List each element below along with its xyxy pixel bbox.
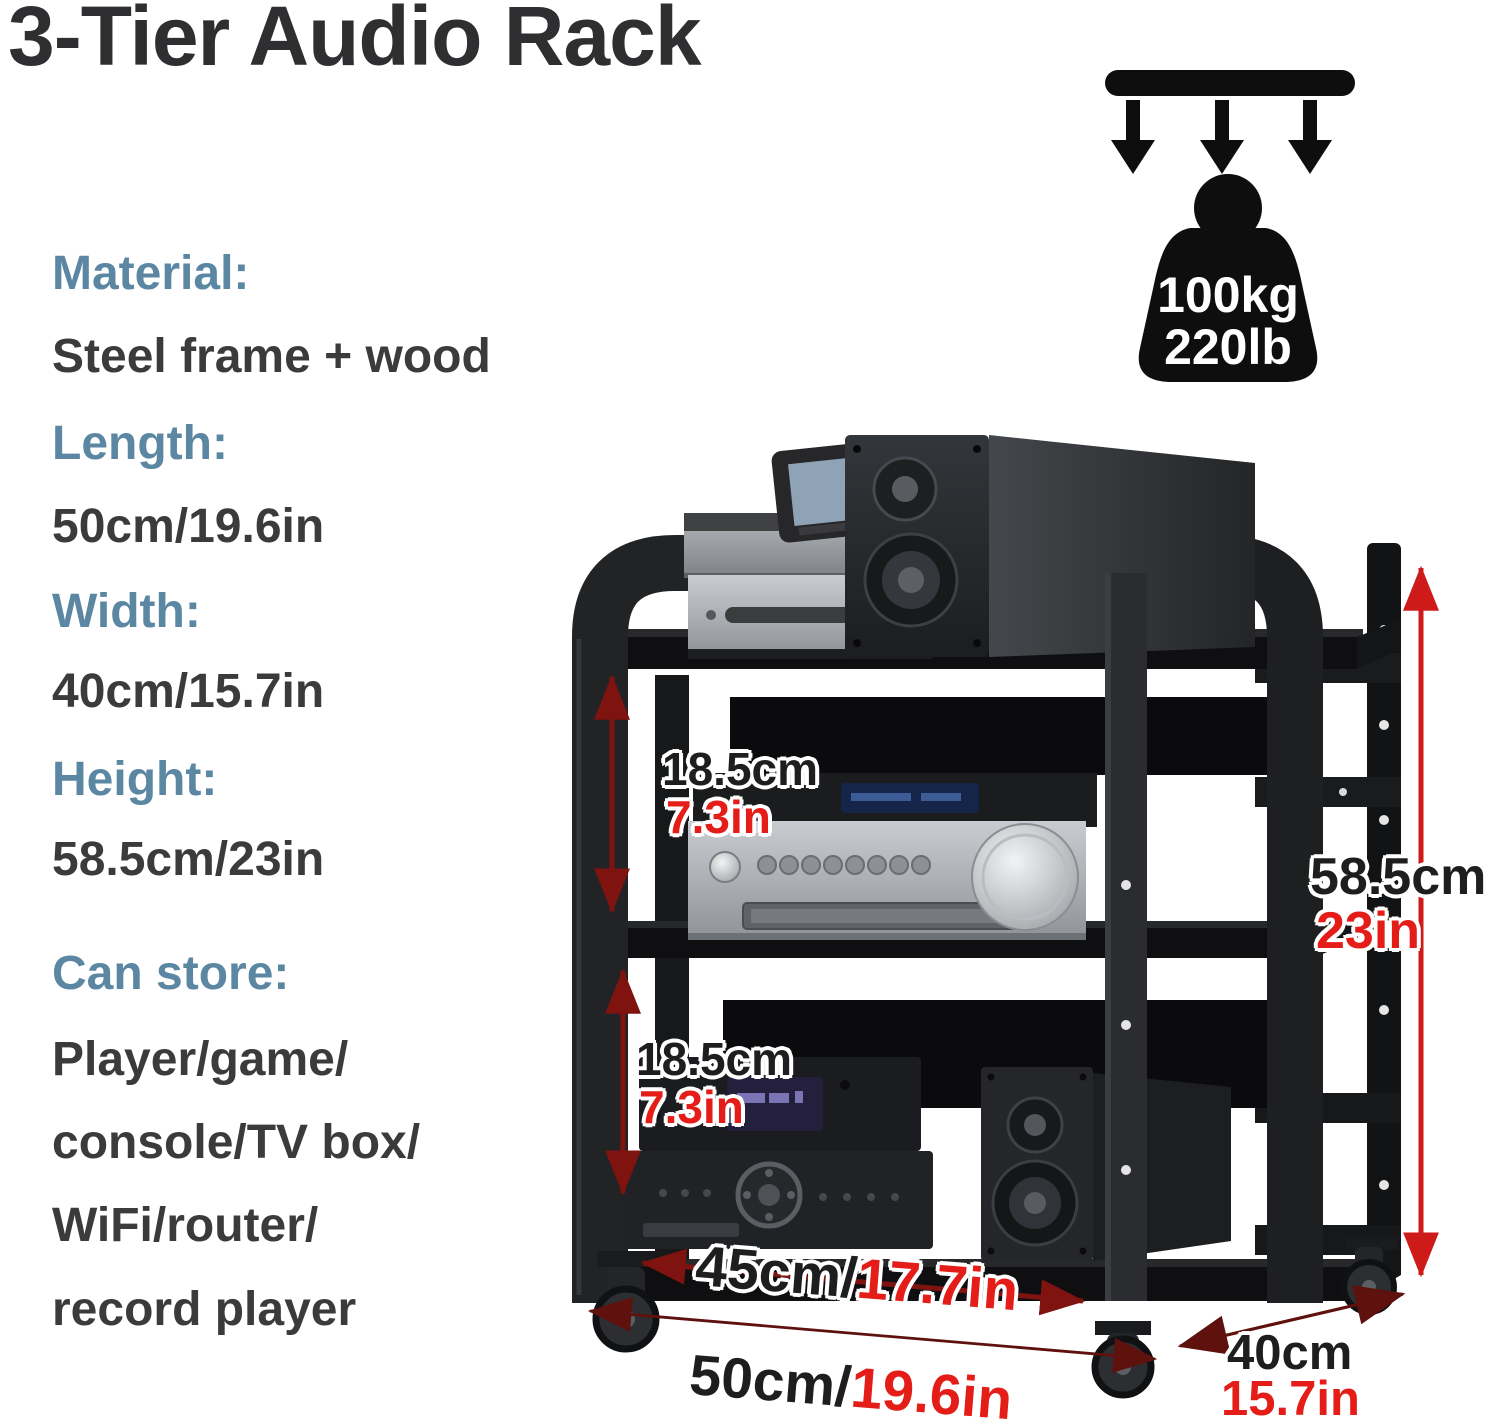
media-box xyxy=(639,1057,921,1151)
gap-lower-cm-label: 18.5cm xyxy=(636,1033,793,1085)
rack-left-arch xyxy=(572,535,985,1303)
weight-lb-label: 220lb xyxy=(1164,319,1292,375)
can-store-line-4: record player xyxy=(52,1283,357,1336)
depth-in-label: 15.7in xyxy=(1221,1372,1360,1423)
height-in-label: 23in xyxy=(1316,902,1421,960)
av-amplifier xyxy=(623,1151,933,1249)
depth-arrow xyxy=(1177,1285,1406,1355)
spec-value-material: Steel frame + wood xyxy=(52,330,491,383)
inner-width-arrow xyxy=(640,1248,1086,1316)
bookshelf-speaker-top xyxy=(845,435,1255,657)
gap-lower-in-label: 7.3in xyxy=(639,1081,744,1133)
spec-value-length: 50cm/19.6in xyxy=(52,500,325,553)
front-right-post xyxy=(1105,573,1147,1301)
spec-value-width: 40cm/15.7in xyxy=(52,665,325,718)
page-title: 3-Tier Audio Rack xyxy=(8,0,702,83)
kettlebell-weight-icon: 100kg 220lb xyxy=(1138,174,1318,382)
can-store-label: Can store: xyxy=(52,947,290,1000)
gap-upper-cm-label: 18.5cm xyxy=(662,743,819,795)
spec-label-width: Width: xyxy=(52,585,201,638)
load-bar-icon xyxy=(1105,70,1355,96)
dimension-arrows xyxy=(587,565,1439,1373)
can-store-line-3: WiFi/router/ xyxy=(52,1199,319,1252)
gap-upper-in-label: 7.3in xyxy=(666,791,771,843)
spec-value-height: 58.5cm/23in xyxy=(52,833,325,886)
depth-cm-label: 40cm xyxy=(1227,1326,1353,1380)
audio-rack-illustration xyxy=(572,435,1439,1399)
can-store-line-1: Player/game/ xyxy=(52,1033,349,1086)
spec-label-length: Length: xyxy=(52,417,228,470)
weight-load-icon: 100kg 220lb xyxy=(1105,70,1355,382)
can-store-line-2: console/TV box/ xyxy=(52,1116,421,1169)
spec-label-material: Material: xyxy=(52,247,250,300)
weight-kg-label: 100kg xyxy=(1157,267,1299,323)
outer-width-arrow xyxy=(587,1297,1158,1373)
stereo-receiver xyxy=(688,773,1097,940)
height-cm-label: 58.5cm xyxy=(1310,848,1487,906)
spec-label-height: Height: xyxy=(52,753,218,806)
down-arrows-icon xyxy=(1111,100,1332,174)
